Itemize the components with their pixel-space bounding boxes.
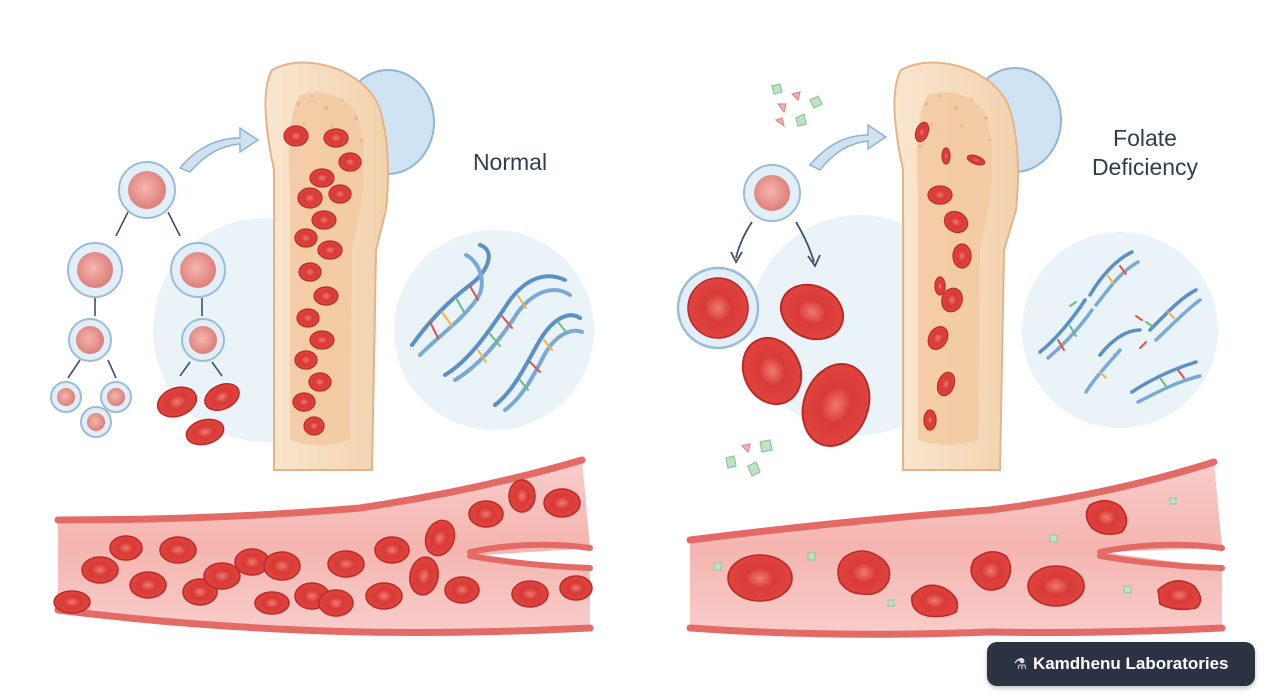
cell-lineage [67,211,223,379]
label-folate-deficiency: Folate Deficiency [1070,124,1220,182]
megaloblast-nucleus [687,277,749,339]
bone-deficiency [893,61,1062,471]
curved-arrow [178,126,260,173]
lineage-arrow [179,361,191,377]
label-folate-line2: Deficiency [1091,154,1199,180]
red-blood-cell [204,382,240,412]
progenitor-nucleus [180,252,216,288]
vessel-branch [467,541,593,571]
vessel-particles [713,497,1177,607]
label-normal-text: Normal [472,149,548,175]
dna-halo [394,230,594,430]
red-blood-cell [156,386,198,418]
vessel-wall-upper [686,458,1218,544]
mature-rbcs [156,382,240,446]
precursor-cells [50,161,226,438]
red-blood-cell [185,418,225,446]
reticulocyte-nucleus [107,388,125,406]
lineage-arrow [107,359,117,379]
label-folate-line1: Folate [1113,125,1177,151]
progenitor-nucleus [77,252,113,288]
marrow-rbcs [283,125,362,436]
blood-vessel-normal [53,456,594,636]
panel-normal [50,61,594,471]
marrow-abnormal-cells [914,121,986,431]
marrow-cavity [916,92,992,446]
watermark-text: Kamdhenu Laboratories [1032,654,1229,673]
lab-icon: ⚗ [1013,656,1027,673]
vessel-wall-lower [686,624,1226,638]
stem-cell-nucleus [754,175,790,211]
vessel-branch [1097,541,1225,571]
watermark-badge: ⚗ Kamdhenu Laboratories [987,642,1255,686]
macrocyte [741,336,803,406]
macrocyte [801,363,871,447]
erythroblast-nucleus [76,326,104,354]
blood-vessel-deficiency [686,458,1226,638]
spongy-bone-texture [918,94,992,162]
megaloblastic-cells [676,266,871,447]
erythroblast-nucleus [189,326,217,354]
circulating-rbcs [53,479,593,617]
dna-fragments [1057,265,1185,387]
abnormal-circulating-cells [727,499,1202,618]
bone-normal [264,61,435,471]
folate-particles [725,83,823,477]
vessel-wall-upper [54,456,586,524]
macrocyte [779,283,845,341]
vessel-wall-lower [54,606,594,636]
dna-halo [1022,232,1218,428]
reticulocyte-nucleus [57,388,75,406]
curved-arrow [808,123,888,171]
lineage-arrow [795,221,815,263]
reticulocyte-nucleus [87,413,105,431]
lineage-arrow [167,211,181,237]
dna-helix-normal [410,243,584,412]
dna-helix-fragmented [1038,250,1202,404]
lineage-arrow [211,361,223,377]
dna-base-pairs [429,285,567,391]
lineage-arrow [115,211,129,237]
lineage-arrow [735,221,753,259]
panel-deficiency [676,61,1218,477]
label-normal: Normal [440,148,580,177]
lineage-arrow [67,359,81,379]
stem-cell-nucleus [128,171,166,209]
